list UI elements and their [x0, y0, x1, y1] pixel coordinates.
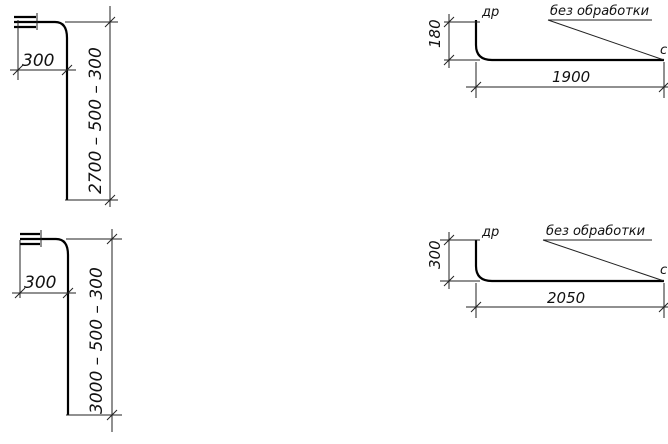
- edge-label: др: [481, 225, 499, 240]
- note-label: без обработки: [546, 224, 645, 239]
- length-label: 2050: [547, 289, 585, 307]
- cut-label: с: [660, 263, 667, 278]
- length-dimension: [466, 62, 668, 98]
- cut-label: с: [660, 43, 667, 58]
- length-label: 1900: [552, 68, 590, 86]
- height-dimension: [440, 232, 480, 289]
- height-label: 300: [426, 240, 444, 269]
- profile-outline: [474, 20, 664, 62]
- length-label: 2700 – 500 – 300: [86, 47, 106, 194]
- length-label: 3000 – 500 – 300: [87, 267, 107, 414]
- figure-3: др без обработки с 180 1900: [426, 4, 668, 98]
- note-label: без обработки: [550, 4, 649, 19]
- width-dimension: [10, 20, 76, 80]
- width-label: 300: [24, 273, 56, 293]
- figure-2: 300 3000 – 500 – 300: [12, 229, 122, 432]
- figure-1: 300 2700 – 500 – 300: [10, 6, 118, 207]
- profile-outline: [50, 237, 70, 415]
- cut-line: [542, 239, 665, 282]
- width-dimension: [12, 240, 76, 299]
- figure-4: др без обработки с 300 2050: [426, 224, 668, 318]
- edge-marking-icon: [20, 230, 50, 247]
- height-dimension: [443, 14, 480, 68]
- profile-outline: [474, 240, 664, 283]
- edge-marking-icon: [14, 13, 46, 30]
- profile-outline: [46, 20, 69, 200]
- width-label: 300: [22, 51, 54, 71]
- height-label: 180: [426, 19, 444, 48]
- cut-line: [547, 19, 665, 61]
- length-dimension: [466, 283, 668, 318]
- length-dimension: [65, 6, 118, 207]
- edge-label: др: [481, 5, 499, 20]
- length-dimension: [66, 229, 122, 432]
